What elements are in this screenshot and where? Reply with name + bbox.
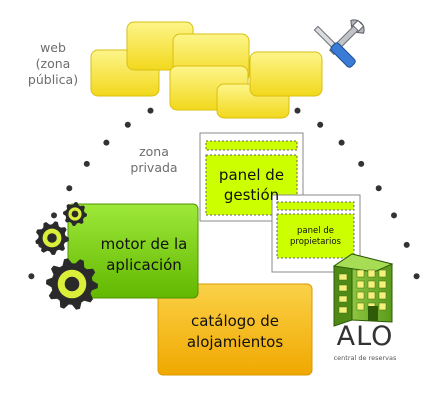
private-zone-label-line: privada (130, 160, 178, 175)
gear-icon (35, 202, 98, 310)
public-zone-label: web (zona pública) (20, 40, 86, 88)
building-window (367, 291, 376, 300)
arc-dot (147, 107, 154, 114)
building-window (378, 291, 387, 300)
arc-dot (124, 121, 131, 128)
public-zone-label-line: pública) (27, 72, 79, 87)
arc-dot (66, 185, 73, 192)
arc-dot (51, 212, 57, 219)
arc-dot (317, 121, 324, 128)
owners-panel-label-line: panel de (297, 226, 334, 236)
brand-logo: ALO (336, 321, 394, 352)
tools-icon (313, 19, 365, 68)
engine-label-line: aplicación (106, 256, 182, 274)
public-zone-label-line: web (40, 40, 66, 55)
building-window (378, 302, 387, 311)
web-windows (90, 21, 323, 119)
arc-dot (83, 160, 90, 167)
private-zone-label: zona privada (126, 144, 182, 176)
management-panel-label-line: gestión (223, 186, 280, 204)
arc-dot (358, 160, 365, 167)
building-window (356, 291, 365, 300)
arc-dot (338, 139, 345, 146)
building-window (338, 273, 348, 281)
management-panel-label-line: panel de (218, 166, 285, 184)
building-window (356, 302, 365, 311)
building-window (378, 269, 387, 278)
building-window (356, 269, 365, 278)
gear (63, 202, 87, 226)
private-zone-label-line: zona (139, 144, 169, 159)
catalog-label-line: alojamientos (186, 333, 284, 351)
gear (35, 221, 69, 255)
public-zone-label-line: (zona (35, 56, 71, 71)
arc-dot (103, 139, 110, 146)
building-window (338, 284, 348, 292)
building-window (338, 306, 348, 314)
web-window (249, 51, 323, 97)
building-icon (332, 253, 394, 327)
engine-box (67, 203, 199, 299)
owners-panel-label: panel de propietarios (277, 226, 354, 248)
catalog-label: catálogo de alojamientos (160, 311, 310, 353)
building-window (338, 295, 348, 303)
building-window (367, 280, 376, 289)
management-panel-label: panel de gestión (206, 165, 297, 205)
gear (46, 258, 98, 310)
catalog-box (157, 283, 313, 376)
engine-label-line: motor de la (100, 235, 188, 253)
building-window (356, 280, 365, 289)
arc-dot (28, 273, 35, 280)
arc-dot (294, 107, 301, 114)
building-window (367, 269, 376, 278)
owners-panel-label-line: propietarios (290, 237, 341, 247)
arc-dot (413, 273, 420, 280)
building-window (378, 280, 387, 289)
arc-dot (375, 185, 382, 192)
arc-dot (403, 241, 410, 248)
engine-label: motor de la aplicación (92, 234, 196, 276)
catalog-label-line: catálogo de (190, 312, 280, 330)
brand-tagline: central de reservas (333, 354, 397, 362)
arc-dot (391, 212, 397, 219)
